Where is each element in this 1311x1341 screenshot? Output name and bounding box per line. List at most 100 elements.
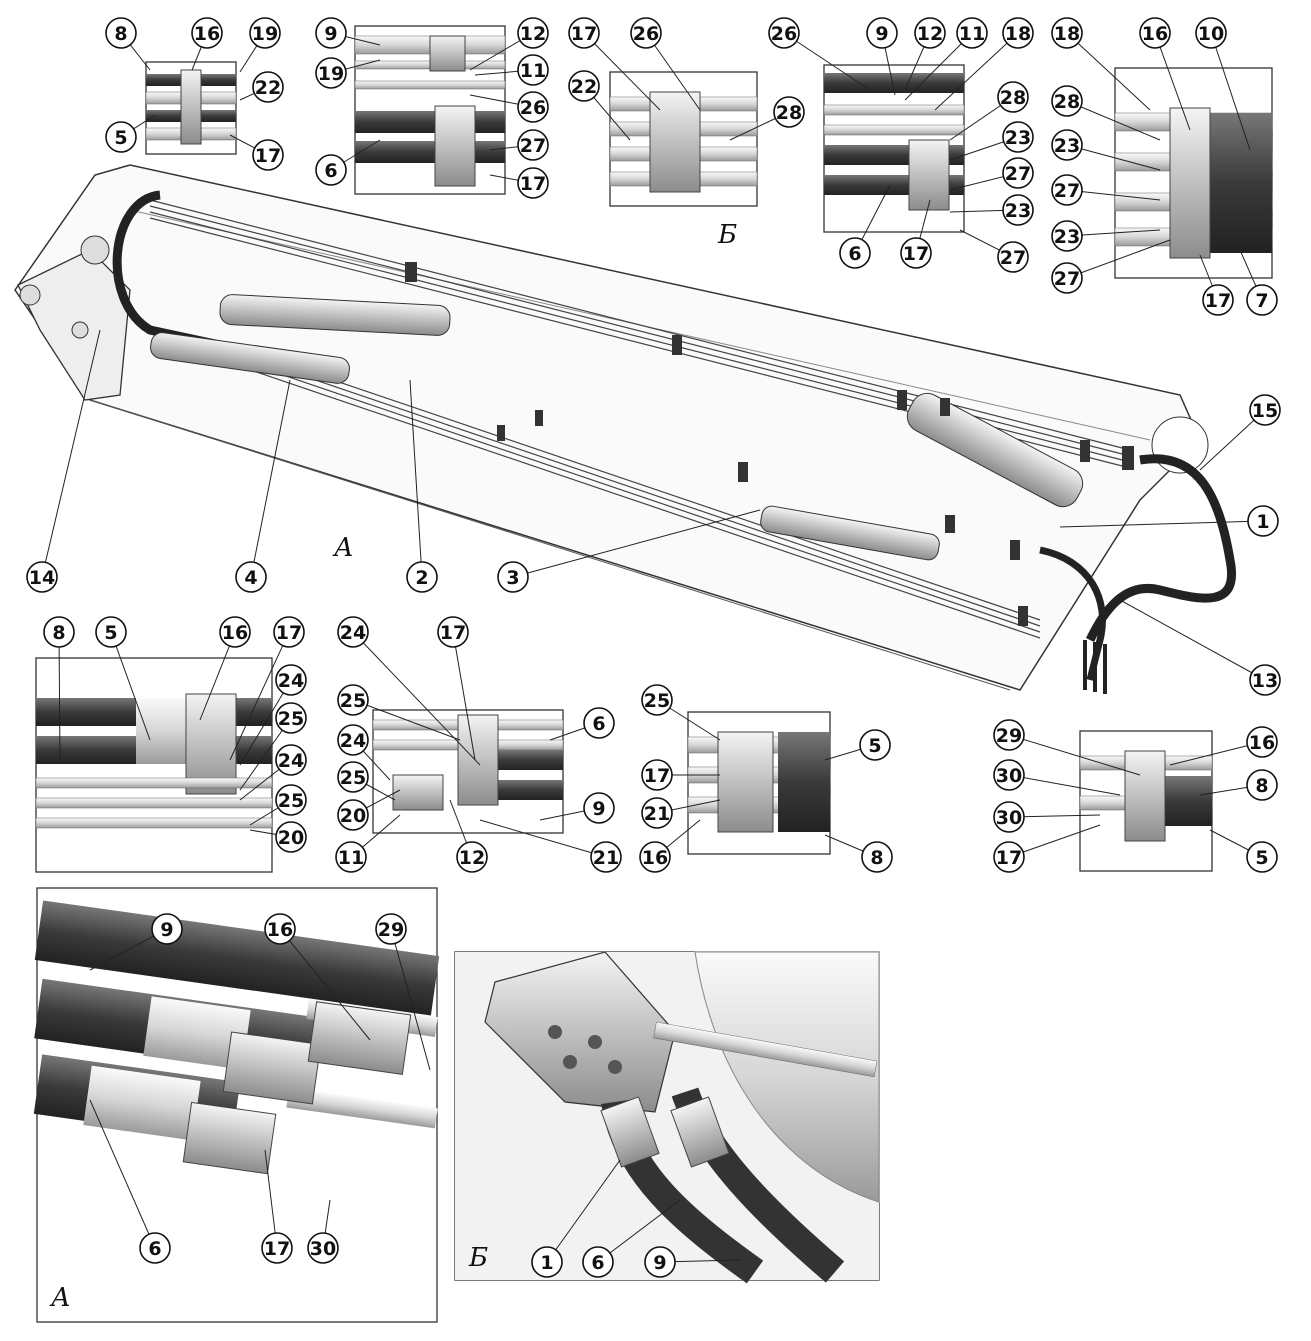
callout-label: 16 bbox=[642, 847, 668, 869]
callout-label: 25 bbox=[278, 708, 304, 730]
leader-line bbox=[1066, 144, 1161, 171]
callout-label: 12 bbox=[917, 23, 943, 45]
view-letters: Б А Б А bbox=[49, 220, 737, 1313]
callout-17: 17 bbox=[568, 17, 600, 49]
callout-label: 9 bbox=[324, 23, 337, 45]
callout-19: 19 bbox=[249, 17, 281, 49]
callout-label: 25 bbox=[340, 767, 366, 789]
callout-17: 17 bbox=[1202, 284, 1234, 316]
callout-6: 6 bbox=[139, 1232, 171, 1264]
callout-27: 27 bbox=[997, 241, 1029, 273]
callout-label: 10 bbox=[1198, 23, 1224, 45]
callout-17: 17 bbox=[900, 237, 932, 269]
callout-label: 13 bbox=[1252, 670, 1278, 692]
leader-line bbox=[229, 631, 290, 761]
callout-11: 11 bbox=[335, 841, 367, 873]
callout-label: 2 bbox=[415, 567, 428, 589]
callout-20: 20 bbox=[275, 821, 307, 853]
callout-label: 25 bbox=[644, 690, 670, 712]
boom-lower-edge bbox=[89, 399, 1011, 691]
callout-5: 5 bbox=[105, 121, 137, 153]
callout-label: 30 bbox=[996, 807, 1022, 829]
callout-19: 19 bbox=[315, 57, 347, 89]
callout-23: 23 bbox=[1002, 194, 1034, 226]
leader-line bbox=[279, 928, 371, 1041]
callout-16: 16 bbox=[191, 17, 223, 49]
pivot-pin-icon bbox=[71, 321, 89, 339]
callout-25: 25 bbox=[641, 684, 673, 716]
hose-loop-right-2 bbox=[1039, 546, 1106, 681]
callout-label: 8 bbox=[114, 23, 127, 45]
callout-label: 8 bbox=[52, 622, 65, 644]
callout-label: 12 bbox=[459, 847, 485, 869]
callout-6: 6 bbox=[582, 1246, 614, 1278]
callout-label: 9 bbox=[875, 23, 888, 45]
callout-label: 23 bbox=[1054, 135, 1080, 157]
callout-label: 6 bbox=[591, 1252, 604, 1274]
callout-18: 18 bbox=[1051, 17, 1083, 49]
callout-7: 7 bbox=[1246, 284, 1278, 316]
callout-25: 25 bbox=[275, 702, 307, 734]
callout-label: 18 bbox=[1054, 23, 1080, 45]
callout-11: 11 bbox=[956, 17, 988, 49]
callout-24: 24 bbox=[337, 616, 369, 648]
callout-15: 15 bbox=[1249, 394, 1281, 426]
callout-27: 27 bbox=[1051, 174, 1083, 206]
callout-label: 22 bbox=[571, 76, 597, 98]
leader-line bbox=[89, 1099, 156, 1249]
callout-label: 17 bbox=[255, 145, 281, 167]
callout-label: 11 bbox=[520, 60, 546, 82]
callout-label: 24 bbox=[340, 622, 366, 644]
callout-label: 23 bbox=[1005, 127, 1031, 149]
leader-line bbox=[41, 329, 101, 578]
callout-20: 20 bbox=[337, 799, 369, 831]
callout-label: 27 bbox=[520, 135, 546, 157]
callout-12: 12 bbox=[456, 841, 488, 873]
callout-label: 19 bbox=[318, 63, 344, 85]
view-letter-b-detail: Б bbox=[468, 1243, 488, 1273]
callout-29: 29 bbox=[993, 719, 1025, 751]
callout-30: 30 bbox=[993, 801, 1025, 833]
callout-26: 26 bbox=[768, 17, 800, 49]
callout-18: 18 bbox=[1002, 17, 1034, 49]
callout-label: 9 bbox=[653, 1252, 666, 1274]
callout-9: 9 bbox=[315, 17, 347, 49]
hose-loop-left bbox=[112, 190, 221, 350]
leader-line bbox=[250, 379, 291, 578]
callout-27: 27 bbox=[517, 129, 549, 161]
callout-13: 13 bbox=[1249, 664, 1281, 696]
callout-label: 21 bbox=[593, 847, 619, 869]
callout-label: 25 bbox=[278, 790, 304, 812]
callout-label: 17 bbox=[903, 243, 929, 265]
leader-line bbox=[390, 928, 431, 1071]
callout-2: 2 bbox=[406, 561, 438, 593]
callout-21: 21 bbox=[590, 841, 622, 873]
callout-5: 5 bbox=[859, 729, 891, 761]
main-assembly bbox=[14, 164, 1236, 694]
callout-1: 1 bbox=[1247, 505, 1279, 537]
callout-9: 9 bbox=[866, 17, 898, 49]
callout-label: 7 bbox=[1255, 290, 1268, 312]
callout-28: 28 bbox=[773, 96, 805, 128]
inset-top-mid-frame bbox=[354, 25, 506, 195]
callout-9: 9 bbox=[151, 913, 183, 945]
inset-hose-art bbox=[33, 35, 1273, 1284]
inset-top-left-frame bbox=[145, 61, 237, 155]
callout-label: 28 bbox=[1000, 87, 1026, 109]
leader-line bbox=[583, 32, 661, 111]
pivot-pin-icon bbox=[19, 284, 41, 306]
callout-label: 5 bbox=[104, 622, 117, 644]
callout-label: 1 bbox=[540, 1252, 553, 1274]
callout-label: 17 bbox=[264, 1238, 290, 1260]
callout-label: 27 bbox=[1005, 163, 1031, 185]
callout-14: 14 bbox=[26, 561, 58, 593]
callout-30: 30 bbox=[993, 759, 1025, 791]
callout-label: 9 bbox=[160, 919, 173, 941]
callout-5: 5 bbox=[1246, 841, 1278, 873]
callout-12: 12 bbox=[517, 17, 549, 49]
leader-line bbox=[1066, 239, 1171, 279]
leader-line bbox=[597, 1199, 681, 1263]
callout-label: 5 bbox=[114, 127, 127, 149]
callout-label: 5 bbox=[1255, 847, 1268, 869]
callout-25: 25 bbox=[337, 684, 369, 716]
